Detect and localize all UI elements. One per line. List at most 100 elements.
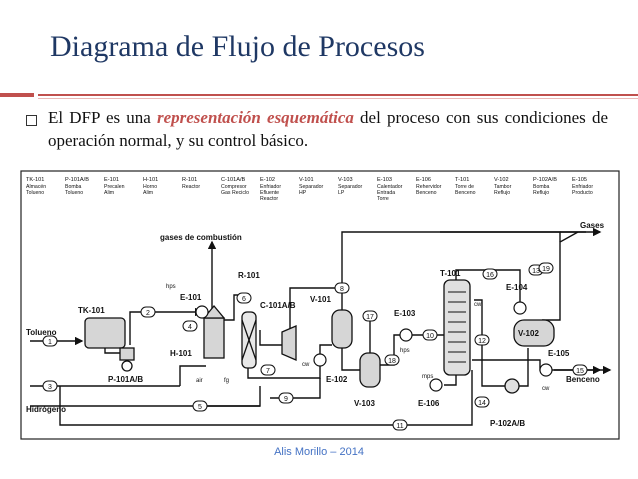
legend-desc-1-0: Bomba: [65, 184, 82, 190]
legend-desc-3-0: Horno: [143, 184, 157, 190]
stream-marker-3: 3: [42, 380, 58, 392]
label-v102: V-102: [518, 329, 539, 338]
svg-text:5: 5: [198, 404, 202, 411]
label-e102: E-102: [326, 375, 348, 384]
stream-marker-17: 17: [362, 310, 378, 322]
bullet-text-before: El DFP es una: [48, 108, 157, 127]
stream-marker-5: 5: [192, 400, 208, 412]
label-tolueno: Tolueno: [26, 328, 57, 337]
svg-text:18: 18: [388, 358, 396, 365]
title-divider: [38, 94, 638, 96]
legend-desc-10-1: Benceno: [416, 190, 437, 196]
stream-marker-16: 16: [482, 268, 498, 280]
label-cw-2: cw: [474, 302, 482, 308]
legend-desc-7-1: HP: [299, 190, 307, 196]
legend-desc-9-2: Torre: [377, 196, 389, 202]
legend-desc-7-0: Separador: [299, 184, 323, 190]
stream-marker-4: 4: [182, 320, 198, 332]
legend-desc-12-1: Reflujo: [494, 190, 510, 196]
legend-desc-6-0: Enfriador: [260, 184, 281, 190]
legend-desc-3-1: Alim: [143, 190, 153, 196]
label-hps-2: hps: [400, 348, 410, 354]
stream-marker-10: 10: [422, 329, 438, 341]
exchanger-e105: [539, 363, 553, 377]
legend-desc-13-1: Reflujo: [533, 190, 549, 196]
legend-desc-1-1: Tolueno: [65, 190, 83, 196]
pump-p102: [504, 378, 520, 394]
stream-marker-14: 14: [474, 396, 490, 408]
legend-tag-5: C-101A/B: [221, 177, 246, 183]
legend-desc-5-1: Gas Reciclo: [221, 190, 249, 196]
stream-marker-8: 8: [334, 282, 350, 294]
label-e101: E-101: [180, 293, 202, 302]
label-v103: V-103: [354, 399, 375, 408]
legend-desc-11-0: Torre de: [455, 184, 474, 190]
bullet-text: El DFP es una representación esquemática…: [48, 106, 608, 152]
label-tk101: TK-101: [78, 306, 105, 315]
legend-tag-1: P-101A/B: [65, 177, 89, 183]
label-v101: V-101: [310, 295, 331, 304]
svg-text:12: 12: [478, 338, 486, 345]
pump-p101: [119, 347, 135, 361]
compressor-c101: [281, 325, 297, 361]
label-e106: E-106: [418, 399, 440, 408]
svg-text:4: 4: [188, 324, 192, 331]
svg-text:16: 16: [486, 272, 494, 279]
legend-desc-9-0: Calentador: [377, 184, 403, 190]
diagram-frame: [20, 170, 620, 440]
legend-tag-0: TK-101: [26, 177, 44, 183]
bullet-square-icon: [26, 115, 37, 126]
process-flow-diagram: TK-101AlmacénToluenoP-101A/BBombaTolueno…: [20, 170, 620, 440]
equipment-legend: TK-101AlmacénToluenoP-101A/BBombaTolueno…: [26, 177, 593, 202]
legend-tag-11: T-101: [455, 177, 469, 183]
label-r101: R-101: [238, 271, 260, 280]
legend-desc-4-0: Reactor: [182, 184, 200, 190]
stream-marker-7: 7: [260, 364, 276, 376]
svg-text:6: 6: [242, 296, 246, 303]
label-gases: Gases: [580, 221, 605, 230]
legend-desc-2-0: Precalen: [104, 184, 125, 190]
legend-tag-6: E-102: [260, 177, 275, 183]
label-hps-1: hps: [166, 284, 176, 290]
separator-v103: [359, 352, 381, 388]
svg-text:19: 19: [542, 266, 550, 273]
legend-desc-12-0: Tambor: [494, 184, 512, 190]
exchanger-e104: [513, 301, 527, 315]
legend-tag-7: V-101: [299, 177, 314, 183]
stream-marker-19: 19: [538, 262, 554, 274]
legend-desc-0-1: Tolueno: [26, 190, 44, 196]
svg-text:14: 14: [478, 400, 486, 407]
exchanger-e106: [429, 378, 443, 392]
svg-text:9: 9: [284, 396, 288, 403]
svg-text:17: 17: [366, 314, 374, 321]
slide-title: Diagrama de Flujo de Procesos: [50, 30, 425, 63]
label-cw-3: cw: [542, 386, 550, 392]
svg-text:7: 7: [266, 368, 270, 375]
legend-tag-10: E-106: [416, 177, 431, 183]
label-hidrogeno: Hidrógeno: [26, 405, 66, 414]
legend-tag-12: V-102: [494, 177, 509, 183]
stream-marker-18: 18: [384, 354, 400, 366]
label-e103: E-103: [394, 309, 416, 318]
legend-desc-10-0: Rehervidor: [416, 184, 442, 190]
label-gases-combustion: gases de combustión: [160, 233, 242, 242]
svg-text:2: 2: [146, 310, 150, 317]
stream-marker-9: 9: [278, 392, 294, 404]
svg-text:15: 15: [576, 368, 584, 375]
label-t101: T-101: [440, 269, 461, 278]
label-p102: P-102A/B: [490, 419, 525, 428]
stream-marker-12: 12: [474, 334, 490, 346]
stream-marker-1: 1: [42, 335, 58, 347]
exchanger-e102: [313, 353, 327, 367]
legend-desc-0-0: Almacén: [26, 184, 46, 190]
legend-desc-14-1: Producto: [572, 190, 593, 196]
tank-tk101: [84, 317, 126, 349]
heater-h101: [203, 317, 225, 359]
label-e105: E-105: [548, 349, 570, 358]
label-h101: H-101: [170, 349, 192, 358]
stream-marker-11: 11: [392, 419, 408, 431]
legend-tag-2: E-101: [104, 177, 119, 183]
label-mps: mps: [422, 374, 433, 380]
legend-desc-11-1: Benceno: [455, 190, 476, 196]
